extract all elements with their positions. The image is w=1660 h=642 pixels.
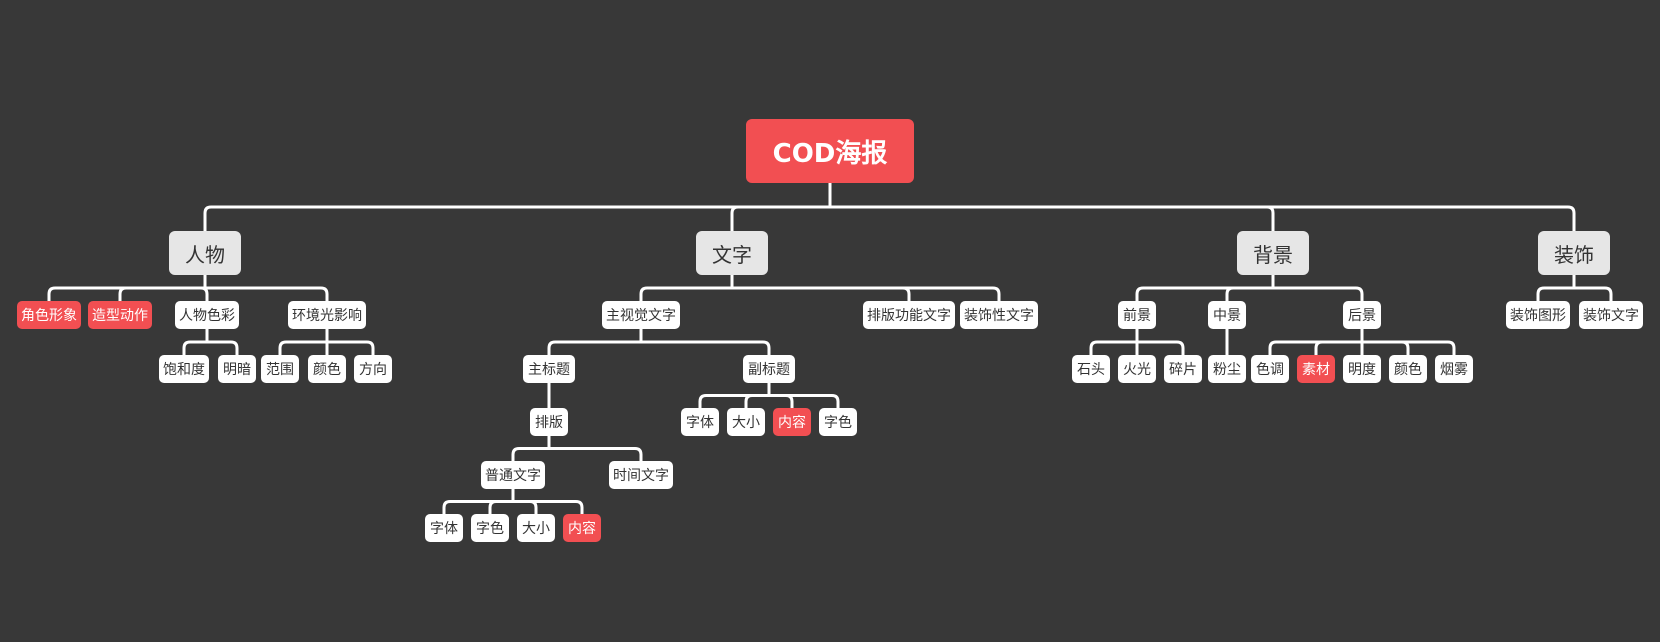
topic-character[interactable]: 人物 — [169, 231, 241, 275]
connector-root — [203, 181, 1576, 233]
topic-node-1-0-1-2[interactable]: 内容 — [773, 408, 811, 436]
topic-node-2-2-1[interactable]: 素材 — [1297, 355, 1335, 383]
topic-node-0-3[interactable]: 环境光影响 — [288, 301, 366, 329]
topic-node-0-2-1[interactable]: 明暗 — [218, 355, 256, 383]
topic-node-2-0-1[interactable]: 火光 — [1118, 355, 1156, 383]
connector-3 — [1536, 273, 1613, 303]
topic-node-0-2[interactable]: 人物色彩 — [175, 301, 239, 329]
topic-node-1-1[interactable]: 排版功能文字 — [863, 301, 955, 329]
connector-0-2 — [182, 327, 239, 357]
connector-1-0-1 — [698, 381, 840, 410]
connector-1-0-0-0 — [511, 434, 643, 463]
topic-node-1-0-1-1[interactable]: 大小 — [727, 408, 765, 436]
topic-node-0-3-1[interactable]: 颜色 — [308, 355, 346, 383]
topic-node-2-0-0[interactable]: 石头 — [1072, 355, 1110, 383]
connector-2-0 — [1089, 327, 1185, 357]
topic-node-3-1[interactable]: 装饰文字 — [1579, 301, 1643, 329]
topic-node-1-0-0-0-0-1[interactable]: 字色 — [471, 514, 509, 542]
topic-node-0-2-0[interactable]: 饱和度 — [159, 355, 209, 383]
topic-node-2-1[interactable]: 中景 — [1208, 301, 1246, 329]
topic-node-0-0[interactable]: 角色形象 — [17, 301, 81, 329]
topic-node-1-0-0-0-0[interactable]: 普通文字 — [481, 461, 545, 489]
topic-node-2-2-2[interactable]: 明度 — [1343, 355, 1381, 383]
topic-node-2-2-4[interactable]: 烟雾 — [1435, 355, 1473, 383]
topic-node-1-0-0-0-0-0[interactable]: 字体 — [425, 514, 463, 542]
topic-node-1-0-1-0[interactable]: 字体 — [681, 408, 719, 436]
topic-node-1-0-0-0-1[interactable]: 时间文字 — [609, 461, 673, 489]
topic-node-1-0-1[interactable]: 副标题 — [743, 355, 795, 383]
topic-node-2-1-0[interactable]: 粉尘 — [1208, 355, 1246, 383]
topic-node-1-0-0[interactable]: 主标题 — [523, 355, 575, 383]
topic-node-3-0[interactable]: 装饰图形 — [1506, 301, 1570, 329]
connector-1-0-0-0-0 — [442, 487, 584, 516]
topic-text[interactable]: 文字 — [696, 231, 768, 275]
topic-node-1-0-0-0-0-2[interactable]: 大小 — [517, 514, 555, 542]
topic-background[interactable]: 背景 — [1237, 231, 1309, 275]
root-topic-cod-poster[interactable]: COD海报 — [746, 119, 914, 183]
topic-node-1-0[interactable]: 主视觉文字 — [602, 301, 680, 329]
connector-1-0 — [547, 327, 771, 357]
topic-node-2-2-3[interactable]: 颜色 — [1389, 355, 1427, 383]
topic-node-0-1[interactable]: 造型动作 — [88, 301, 152, 329]
topic-node-1-2[interactable]: 装饰性文字 — [960, 301, 1038, 329]
connector-1 — [639, 273, 1001, 303]
topic-node-2-0[interactable]: 前景 — [1118, 301, 1156, 329]
topic-node-1-0-1-3[interactable]: 字色 — [819, 408, 857, 436]
topic-node-0-3-2[interactable]: 方向 — [354, 355, 392, 383]
topic-node-1-0-0-0-0-3[interactable]: 内容 — [563, 514, 601, 542]
topic-node-2-0-2[interactable]: 碎片 — [1164, 355, 1202, 383]
topic-node-0-3-0[interactable]: 范围 — [261, 355, 299, 383]
connector-2 — [1135, 273, 1364, 303]
connector-0 — [47, 273, 329, 303]
connector-2-2 — [1268, 327, 1456, 357]
topic-node-1-0-0-0[interactable]: 排版 — [530, 408, 568, 436]
topic-node-2-2[interactable]: 后景 — [1343, 301, 1381, 329]
connector-0-3 — [278, 327, 375, 357]
topic-node-2-2-0[interactable]: 色调 — [1251, 355, 1289, 383]
topic-decoration[interactable]: 装饰 — [1538, 231, 1610, 275]
